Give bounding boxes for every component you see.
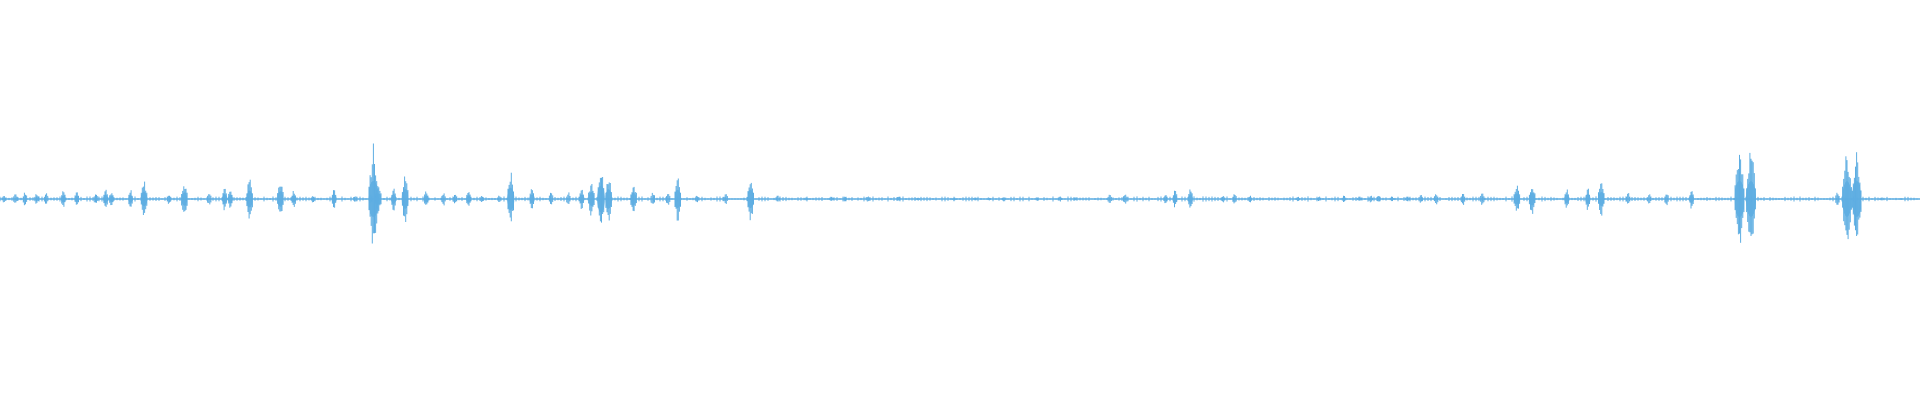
waveform-peak-body	[597, 185, 605, 213]
waveform-peak-body	[74, 195, 80, 203]
waveform-peak-body	[1172, 195, 1178, 203]
waveform-peak-body	[103, 194, 109, 204]
waveform-peak-body	[246, 190, 253, 208]
waveform-peak-body	[331, 194, 337, 204]
waveform-peak-body	[1529, 192, 1536, 206]
waveform-peak-body	[1564, 194, 1570, 204]
waveform-peak-body	[1746, 181, 1756, 217]
waveform-peak-body	[368, 181, 379, 217]
waveform-peak-body	[1585, 194, 1591, 204]
waveform-peak-body	[1842, 181, 1852, 217]
waveform-peak-body	[181, 192, 188, 206]
waveform-peak-body	[227, 194, 233, 204]
waveform-peak-body	[630, 192, 637, 206]
waveform-peak-body	[1187, 194, 1193, 204]
waveform-peak-body	[1598, 192, 1605, 206]
waveform-peak-body	[390, 194, 397, 204]
waveform-peak-body	[507, 187, 515, 211]
waveform-peak-body	[529, 194, 535, 204]
waveform-peak-body	[277, 191, 284, 207]
waveform-peaks	[0, 143, 1918, 244]
waveform-peak-body	[747, 189, 754, 209]
waveform-peak-body	[1514, 193, 1520, 205]
waveform-peak-body	[128, 195, 134, 203]
